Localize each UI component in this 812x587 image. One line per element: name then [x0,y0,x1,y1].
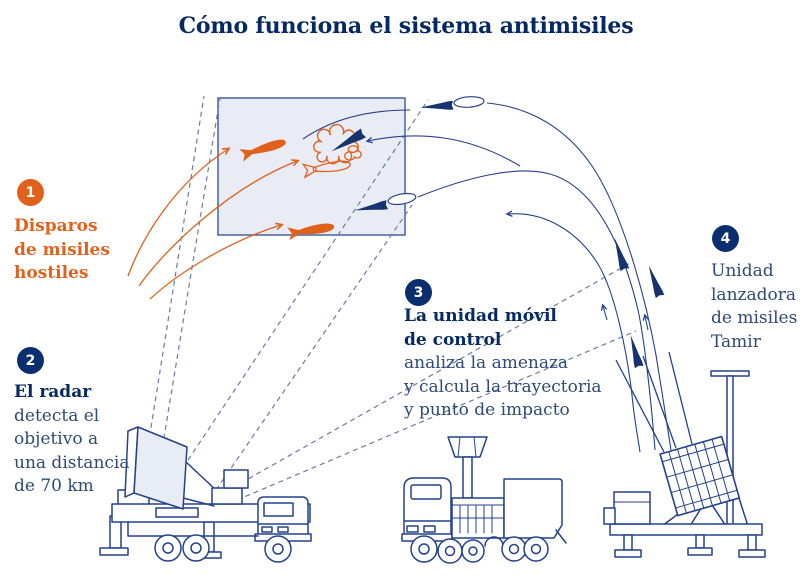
step-3-number: 3 [413,284,424,301]
radar-truck-illustration [99,426,312,563]
step-1-line: de misiles [14,239,110,260]
radar-beam-dashed-lines [140,95,637,501]
step-1-line: Disparos [14,216,98,236]
step-1-label: Disparos de misiles hostiles [14,215,110,286]
interceptor-missile-icon [329,96,665,369]
step-2-line: detecta el [14,405,100,426]
step-2-heading: El radar [14,382,92,402]
step-2-marker: 2 [17,347,44,374]
interceptor-trajectory-arcs [302,102,672,453]
step-4-line: lanzadora [711,284,796,305]
step-2-label: El radar detecta el objetivo a una dista… [14,381,130,499]
step-3-marker: 3 [405,279,432,306]
step-2-line: de 70 km [14,476,94,496]
step-4-marker: 4 [712,225,739,252]
step-3-heading: de control [404,329,502,350]
step-4-line: de misiles [711,308,798,328]
step-2-number: 2 [25,352,36,369]
launch-streak-lines [615,351,693,453]
missile-canister-box [659,435,741,517]
step-1-line: hostiles [14,263,89,283]
step-1-number: 1 [25,184,36,201]
mast-antenna-head [447,436,488,458]
step-3-line: y punto de impacto [404,400,570,420]
step-3-line: y calcula la trayectoria [404,376,602,397]
step-2-line: objetivo a [14,429,99,449]
step-4-line: Tamir [711,331,761,352]
page-title: Cómo funciona el sistema antimisiles [178,13,634,39]
hostile-trajectory-arcs [127,149,297,300]
step-3-line: analiza la amenaza [404,353,569,373]
control-unit-truck-illustration [401,436,567,564]
step-3-label: La unidad móvil de control analiza la am… [404,305,602,423]
step-3-heading: La unidad móvil [404,306,557,326]
step-4-number: 4 [720,230,731,247]
step-4-line: Unidad [711,261,774,281]
launcher-unit-illustration [603,370,766,558]
step-2-line: una distancia [14,452,130,473]
step-4-label: Unidad lanzadora de misiles Tamir [711,260,797,354]
step-1-marker: 1 [17,179,44,206]
radar-panel-icon [133,426,188,510]
